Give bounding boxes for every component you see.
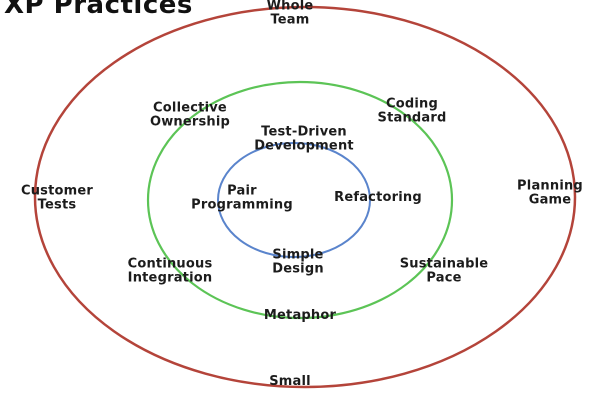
practice-simple-design-line-1: Simple (272, 247, 324, 263)
practice-refactoring: Refactoring (334, 189, 422, 205)
practice-whole-team: Whole Team (267, 0, 314, 28)
practice-continuous-integration-line-1: Continuous (127, 256, 213, 272)
practice-pair-programming: Pair Programming (191, 183, 293, 214)
outer-ring (33, 5, 577, 389)
practice-customer-tests-line-1: Customer (20, 183, 94, 199)
practice-collective-ownership-line-1: Collective (153, 100, 227, 116)
practice-test-driven-development-line-1: Test-Driven (261, 124, 347, 140)
practice-test-driven-development: Test-Driven Development (254, 124, 354, 155)
practice-planning-game-line-1: Planning (517, 178, 583, 194)
practice-collective-ownership: Collective Ownership (149, 100, 231, 131)
practice-small-releases: Small (269, 373, 311, 389)
practice-whole-team-line-1: Whole (266, 0, 314, 14)
practice-test-driven-development-line-2: Development (254, 139, 354, 154)
practice-coding-standard: Coding Standard (377, 96, 447, 127)
practice-continuous-integration-line-2: Integration (127, 271, 213, 286)
practice-small-releases-line-1: Small (269, 373, 311, 389)
practice-simple-design: Simple Design (272, 247, 324, 278)
practice-whole-team-line-2: Team (270, 13, 310, 28)
practice-customer-tests: Customer Tests (20, 183, 94, 214)
practice-customer-tests-line-2: Tests (37, 198, 77, 213)
practice-pair-programming-line-2: Programming (191, 198, 293, 213)
practice-coding-standard-line-1: Coding (386, 96, 438, 112)
middle-ring (146, 80, 454, 320)
practice-coding-standard-line-2: Standard (377, 111, 447, 126)
diagram-title: XP Practices (4, 0, 193, 20)
practice-collective-ownership-line-2: Ownership (149, 115, 231, 130)
practice-continuous-integration: Continuous Integration (127, 256, 213, 287)
practice-pair-programming-line-1: Pair (227, 183, 257, 199)
practice-sustainable-pace-line-2: Pace (426, 271, 462, 286)
practice-sustainable-pace: Sustainable Pace (399, 256, 489, 287)
practice-metaphor: Metaphor (263, 307, 337, 323)
inner-ring (217, 142, 371, 258)
practice-simple-design-line-2: Design (272, 262, 324, 277)
practice-refactoring-line-1: Refactoring (334, 189, 422, 205)
practice-planning-game-line-2: Game (528, 193, 572, 208)
practice-metaphor-line-1: Metaphor (263, 307, 337, 323)
practice-planning-game: Planning Game (517, 178, 583, 209)
practice-sustainable-pace-line-1: Sustainable (399, 256, 489, 272)
